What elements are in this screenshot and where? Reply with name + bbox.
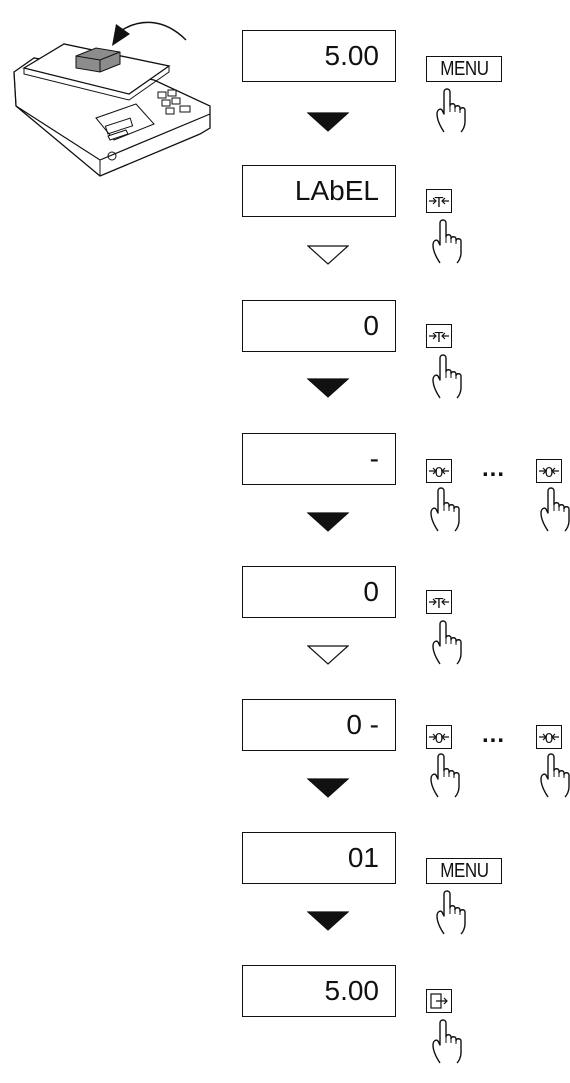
display-value: 5.00: [325, 40, 380, 72]
hand-pointer-icon: [430, 618, 464, 666]
pressing-hand: [430, 352, 464, 400]
svg-text:0: 0: [435, 464, 443, 480]
menu-key[interactable]: MENU: [426, 858, 502, 884]
zero-key-first[interactable]: 0: [426, 725, 452, 749]
pressing-hand: [428, 485, 462, 533]
hand-pointer-icon: [428, 485, 462, 533]
display-value: -: [370, 443, 379, 475]
down-arrow-filled-icon: [307, 512, 349, 532]
hand-pointer-icon: [538, 751, 570, 799]
hand-pointer-icon: [538, 485, 570, 533]
svg-text:0: 0: [545, 730, 553, 746]
zero-key-last[interactable]: 0: [536, 459, 562, 483]
print-arrow-icon: [429, 992, 449, 1010]
display-value: 0: [363, 576, 379, 608]
svg-text:0: 0: [435, 730, 443, 746]
svg-text:0: 0: [545, 464, 553, 480]
display-step-1: 5.00: [242, 30, 396, 82]
zero-arrows-icon: 0: [428, 462, 450, 480]
hand-pointer-icon: [434, 888, 468, 936]
display-step-8: 5.00: [242, 965, 396, 1017]
down-arrow-outline-icon: [307, 245, 349, 265]
hand-pointer-icon: [430, 1017, 464, 1065]
display-value: 0: [363, 310, 379, 342]
pressing-hand: [430, 217, 464, 265]
display-value: 01: [348, 842, 379, 874]
tare-key[interactable]: T: [426, 324, 452, 348]
repeat-ellipsis: ...: [482, 721, 505, 749]
pressing-hand: [430, 1017, 464, 1065]
pressing-hand: [434, 888, 468, 936]
display-step-6: 0 -: [242, 699, 396, 751]
hand-pointer-icon: [428, 751, 462, 799]
tare-key[interactable]: T: [426, 189, 452, 213]
pressing-hand: [428, 751, 462, 799]
down-arrow-filled-icon: [307, 378, 349, 398]
display-step-4: -: [242, 433, 396, 485]
pressing-hand: [538, 485, 570, 533]
display-step-3: 0: [242, 300, 396, 352]
display-value: 0 -: [346, 709, 379, 741]
tare-arrows-icon: T: [428, 192, 450, 210]
menu-key[interactable]: MENU: [426, 56, 502, 82]
display-step-7: 01: [242, 832, 396, 884]
display-step-2: LAbEL: [242, 165, 396, 217]
hand-pointer-icon: [430, 217, 464, 265]
display-value: LAbEL: [295, 175, 379, 207]
down-arrow-outline-icon: [307, 645, 349, 665]
zero-arrows-icon: 0: [428, 728, 450, 746]
down-arrow-filled-icon: [307, 778, 349, 798]
weighing-scale-icon: [4, 10, 222, 180]
zero-arrows-icon: 0: [538, 462, 560, 480]
hand-pointer-icon: [434, 86, 468, 134]
tare-key[interactable]: T: [426, 590, 452, 614]
pressing-hand: [434, 86, 468, 134]
print-key[interactable]: [426, 989, 452, 1013]
display-value: 5.00: [325, 975, 380, 1007]
menu-key-label: MENU: [440, 58, 488, 81]
zero-key-first[interactable]: 0: [426, 459, 452, 483]
scale-illustration: [4, 10, 222, 180]
zero-key-last[interactable]: 0: [536, 725, 562, 749]
menu-key-label: MENU: [440, 860, 488, 883]
down-arrow-filled-icon: [307, 112, 349, 132]
tare-arrows-icon: T: [428, 593, 450, 611]
repeat-ellipsis: ...: [482, 455, 505, 483]
tare-arrows-icon: T: [428, 327, 450, 345]
pressing-hand: [430, 618, 464, 666]
zero-arrows-icon: 0: [538, 728, 560, 746]
down-arrow-filled-icon: [307, 911, 349, 931]
display-step-5: 0: [242, 566, 396, 618]
hand-pointer-icon: [430, 352, 464, 400]
pressing-hand: [538, 751, 570, 799]
